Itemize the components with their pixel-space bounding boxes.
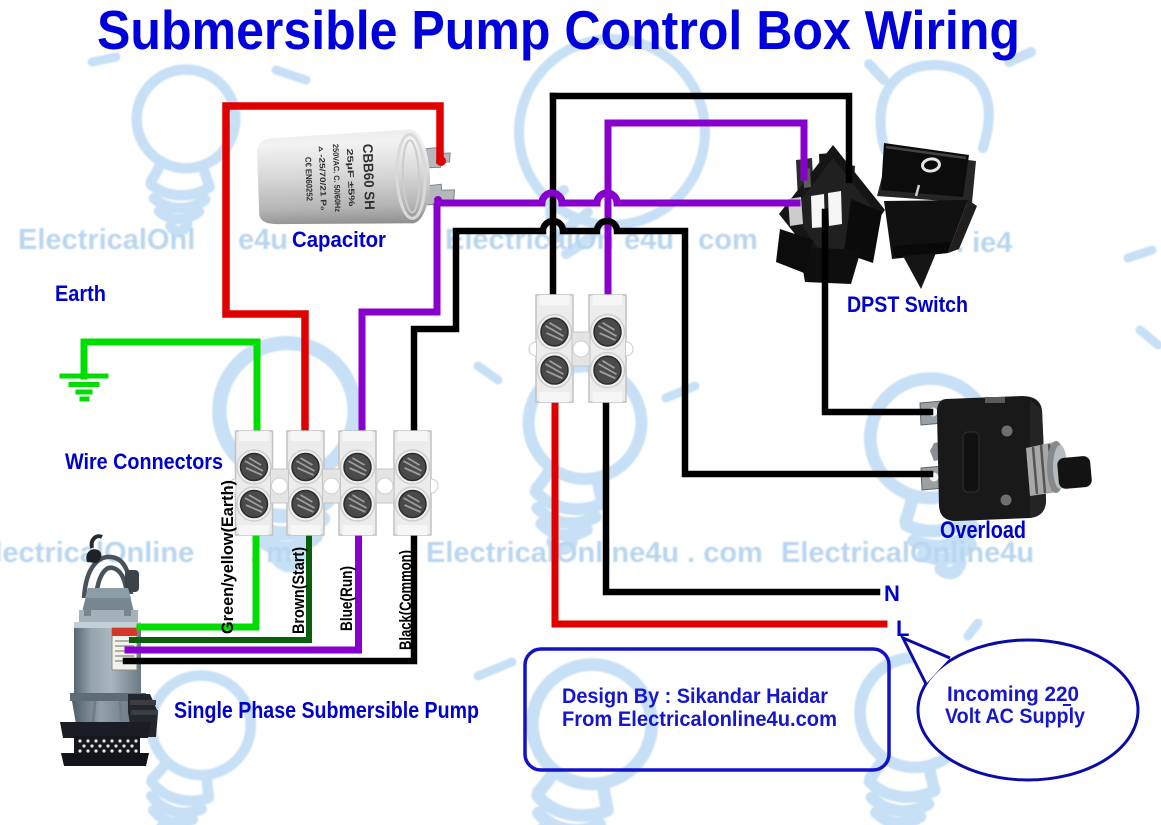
svg-text:ElectricalOnline4u . com: ElectricalOnline4u . com	[426, 537, 763, 569]
svg-text:Submersible Pump Control Box W: Submersible Pump Control Box Wiring	[97, 0, 1020, 61]
svg-text:Green/yellow(Earth): Green/yellow(Earth)	[218, 480, 237, 634]
svg-text:25µF ±5%: 25µF ±5%	[345, 148, 357, 207]
svg-text:DPST Switch: DPST Switch	[847, 292, 968, 317]
svg-text:Blue(Run): Blue(Run)	[337, 566, 356, 631]
svg-text:CBB60 SH: CBB60 SH	[360, 144, 378, 211]
svg-text:Single Phase Submersible Pump: Single Phase Submersible Pump	[174, 697, 479, 723]
svg-text:From Electricalonline4u.com: From Electricalonline4u.com	[562, 708, 837, 731]
svg-text:N: N	[884, 581, 900, 606]
svg-text:Volt AC Supply: Volt AC Supply	[945, 705, 1085, 728]
svg-text:Overload: Overload	[940, 517, 1026, 544]
svg-text:▵ -25/70/21 P₀: ▵ -25/70/21 P₀	[317, 145, 328, 211]
svg-text:Wire Connectors: Wire Connectors	[65, 449, 223, 474]
svg-text:Black(Common): Black(Common)	[396, 550, 415, 650]
svg-text:Incoming 220: Incoming 220	[947, 683, 1079, 706]
svg-text:ElectricalOnl: ElectricalOnl	[18, 224, 195, 256]
svg-text:250VAC. C. 50/60Hz: 250VAC. C. 50/60Hz	[331, 144, 342, 212]
svg-text:e4u: e4u	[238, 224, 288, 256]
svg-text:Brown(Start): Brown(Start)	[289, 547, 308, 634]
svg-text:L: L	[896, 616, 909, 641]
svg-text:C€ EN60252: C€ EN60252	[303, 157, 315, 202]
svg-text:Design By : Sikandar Haidar: Design By : Sikandar Haidar	[562, 685, 828, 708]
svg-text:Earth: Earth	[55, 281, 106, 306]
svg-text:Capacitor: Capacitor	[292, 227, 386, 252]
svg-text:ElectricalOnline4u: ElectricalOnline4u	[781, 537, 1034, 569]
